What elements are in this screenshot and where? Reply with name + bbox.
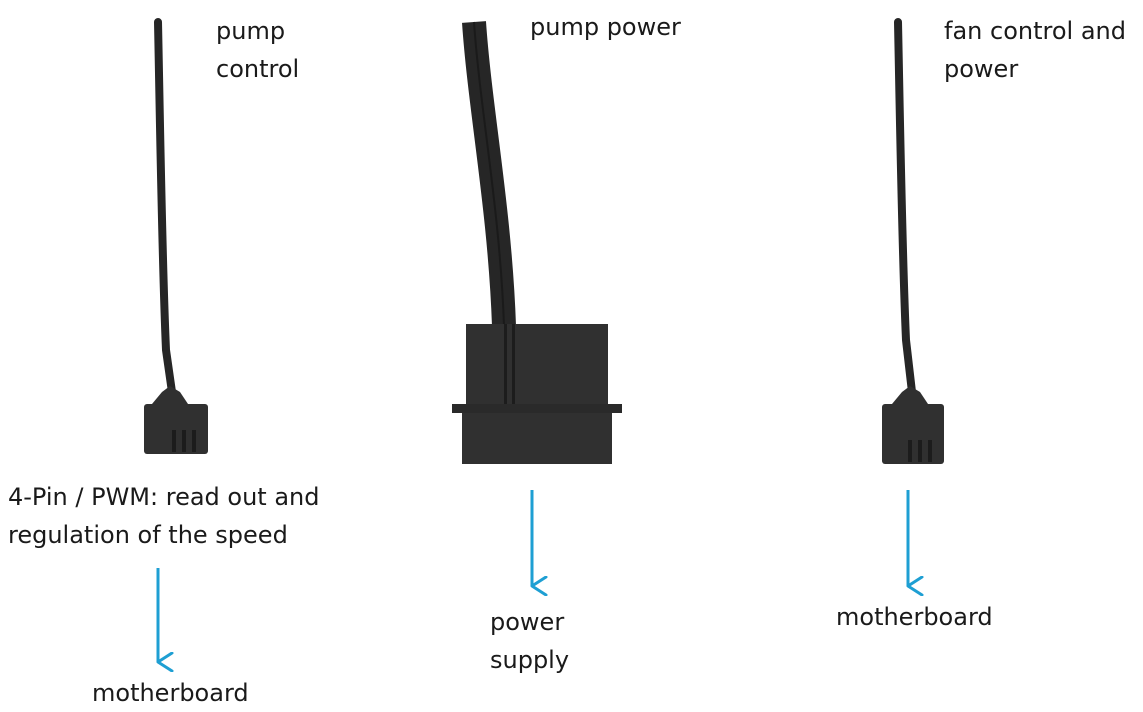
pump-control-label: pump control	[216, 17, 300, 83]
pump-control-description: 4-Pin / PWM: read out and regulation of …	[8, 483, 320, 549]
pump-power-label: pump power	[530, 13, 681, 41]
fan-control-power-target: motherboard	[836, 603, 993, 631]
pump-control-connector	[144, 404, 208, 454]
pump-power-target: power supply	[490, 608, 570, 674]
fan-control-power-connector	[882, 404, 944, 464]
pump-control-target: motherboard	[92, 679, 249, 707]
fan-control-power-label: fan control and power	[944, 17, 1126, 83]
pump-power-cable	[462, 21, 516, 327]
pump-control-cable	[152, 18, 188, 404]
fan-control-power-cable	[892, 18, 928, 404]
molex-connector	[452, 324, 622, 464]
